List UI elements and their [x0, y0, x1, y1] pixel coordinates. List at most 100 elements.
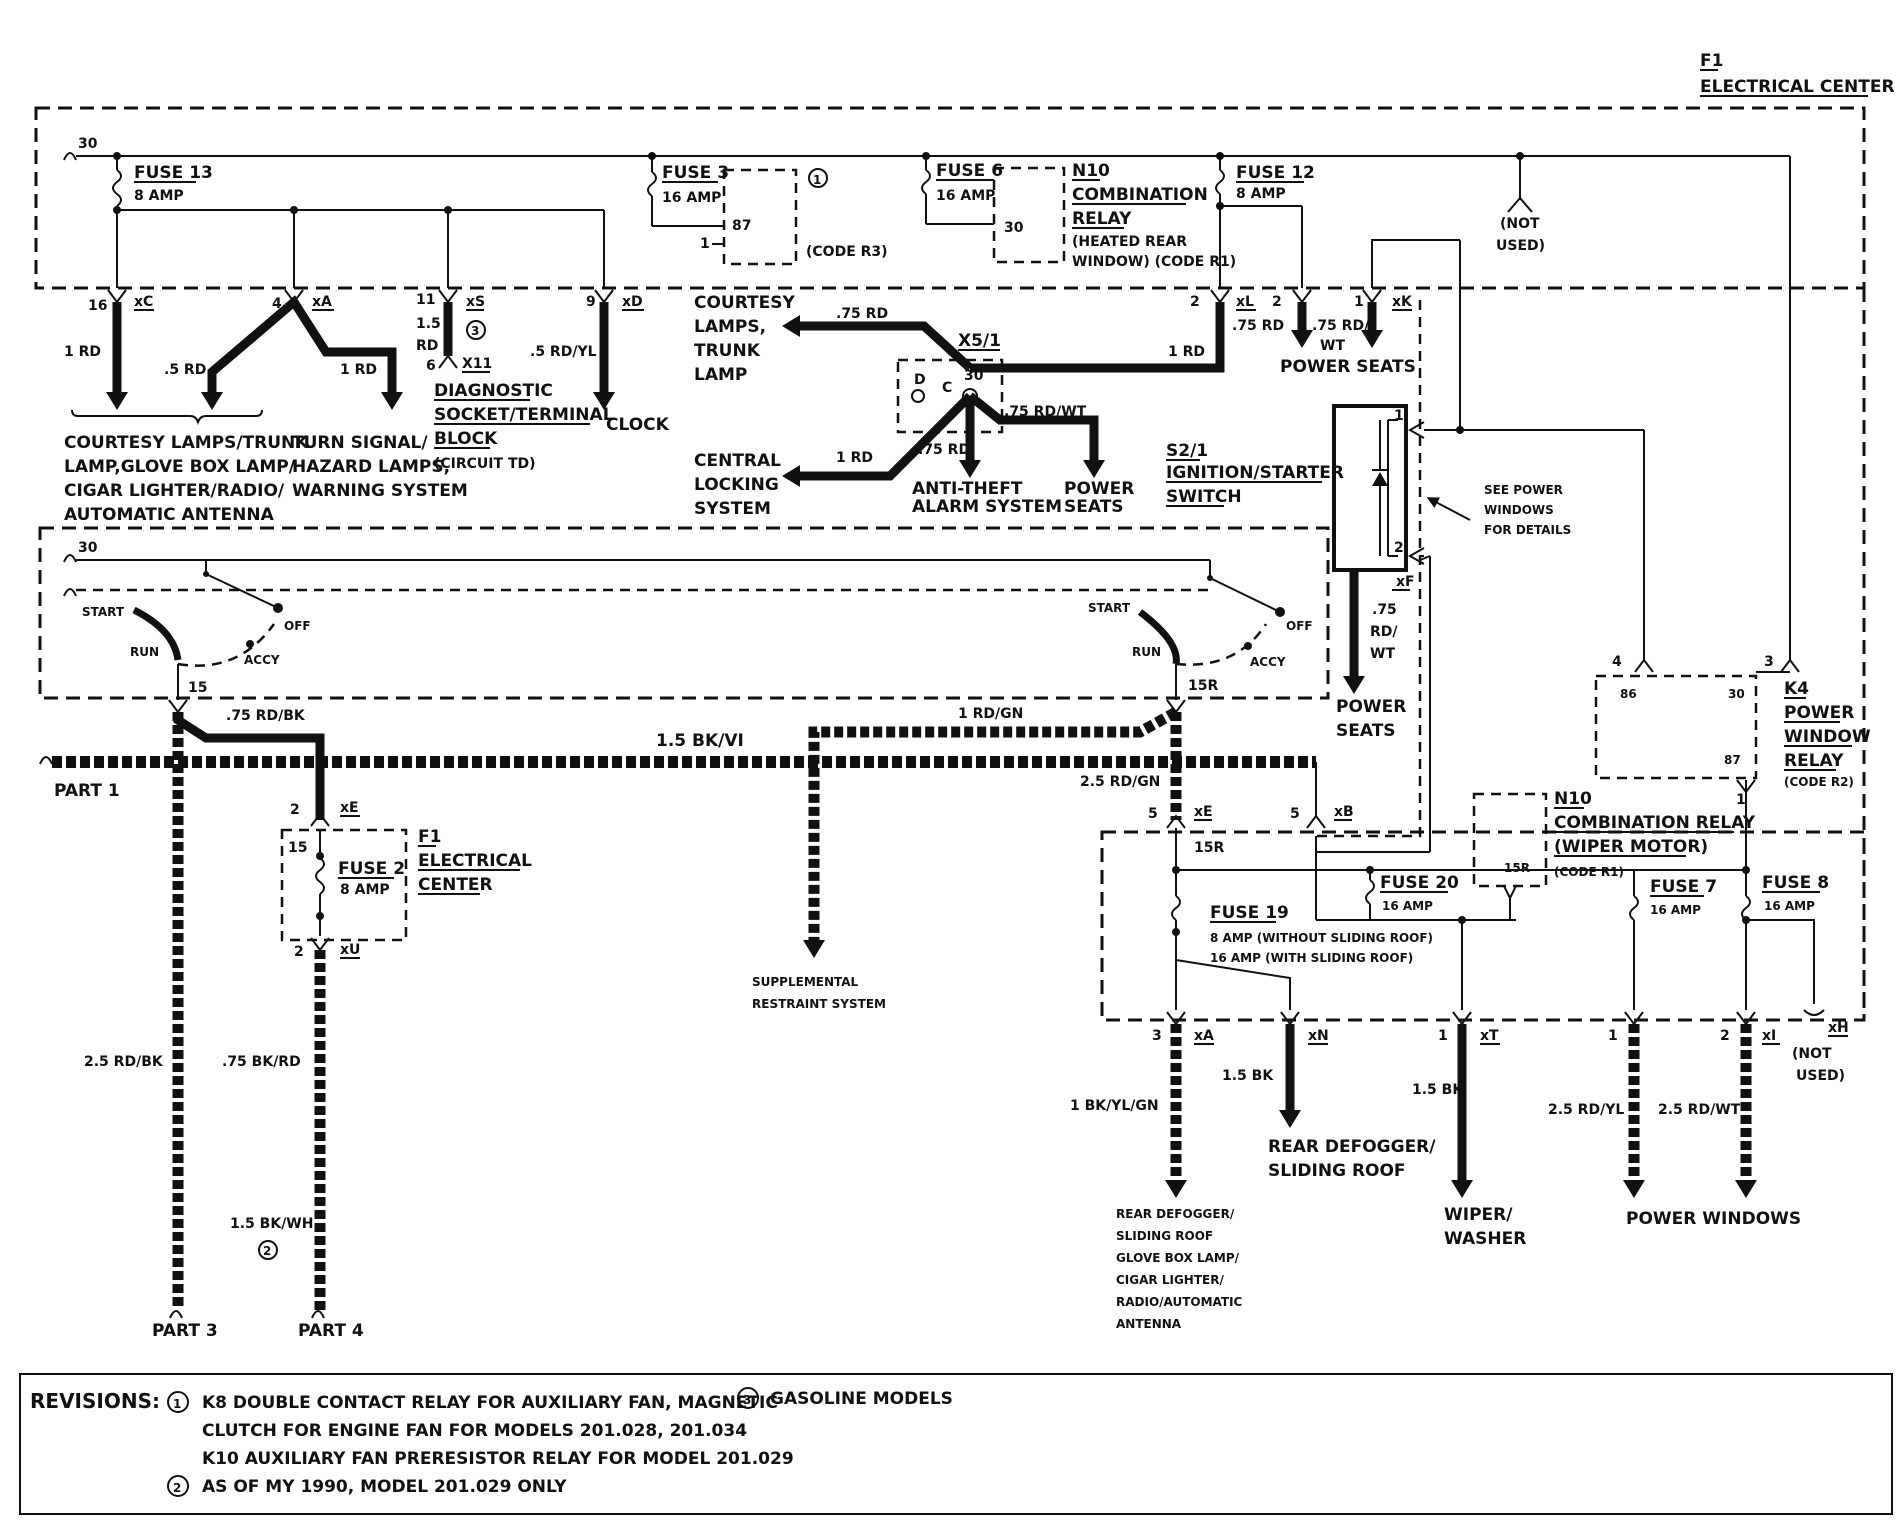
dest-power-seats-a: POWER SEATS: [1064, 479, 1134, 517]
wire-75rdwt-a2: WT: [1320, 338, 1345, 354]
rd-line3: GLOVE BOX LAMP/: [1116, 1251, 1240, 1265]
relay-n10-top-pin: 30: [1004, 220, 1024, 236]
pin-2-xe: 2: [290, 802, 300, 818]
output-xa: 3 xA 1 BK/YL/GN REAR DEFOGGER/ SLIDING R…: [1070, 1011, 1243, 1331]
part-1-label: PART 1: [54, 781, 120, 801]
k4-pin87: 87: [1724, 753, 1741, 767]
fuse-2-name: FUSE 2: [338, 859, 405, 879]
wire-25rdbk: 2.5 RD/BK: [84, 1054, 164, 1070]
fuse-7-name: FUSE 7: [1650, 877, 1717, 897]
wire-75bkrd: .75 BK/RD: [222, 1054, 301, 1070]
fuse-19-rating-a: 8 AMP (WITHOUT SLIDING ROOF): [1210, 931, 1433, 945]
k4-pin30: 30: [1728, 687, 1745, 701]
fuse-6-rating: 16 AMP: [936, 188, 995, 204]
wire-1rd-d: 1 RD: [836, 450, 873, 466]
connector-xs-label: xS: [466, 294, 485, 310]
output-xh-label: xH: [1828, 1020, 1849, 1036]
k4-code: (CODE R2): [1784, 775, 1854, 789]
fuse-19-rating-b: 16 AMP (WITH SLIDING ROOF): [1210, 951, 1413, 965]
relay-n10-top-id: N10: [1072, 161, 1110, 181]
connector-xc: 16 xC 1 RD: [64, 289, 154, 410]
electrical-center-box: F1 ELECTRICAL CENTER: [34, 51, 1895, 1020]
relay-n10-top-line2: RELAY: [1072, 209, 1132, 229]
connector-xf-label: xF: [1396, 574, 1415, 590]
ps-a-line1: POWER: [1064, 479, 1134, 499]
rd-line4: CIGAR LIGHTER/: [1116, 1273, 1224, 1287]
wire-5rdyl: .5 RD/YL: [530, 344, 597, 360]
fuse-8-name: FUSE 8: [1762, 873, 1829, 893]
revisions-heading: REVISIONS:: [30, 1389, 160, 1413]
pin-6: 6: [426, 358, 436, 374]
wire-75rdwt-b: .75 RD/WT: [1004, 404, 1087, 420]
ata-line1: ANTI-THEFT: [912, 479, 1023, 499]
pin-9: 9: [586, 294, 596, 310]
cls-line3: SYSTEM: [694, 499, 771, 519]
diag-line2: SOCKET/TERMINAL: [434, 405, 614, 425]
k4-pin3: 3: [1764, 654, 1774, 670]
x51-pin-d: D: [914, 372, 926, 388]
diag-line1: DIAGNOSTIC: [434, 381, 553, 401]
output-xt-label: xT: [1480, 1028, 1499, 1044]
f1-lower-pin15: 15: [288, 840, 307, 856]
wire-25rdgn: 2.5 RD/GN: [1080, 774, 1160, 790]
diag-line3: BLOCK: [434, 429, 498, 449]
turn-line2: HAZARD LAMPS,: [292, 457, 450, 477]
k4-pin1: 1: [1736, 792, 1746, 808]
output-xt: 1 xT 1.5 BK WIPER/ WASHER: [1412, 1011, 1526, 1249]
courtesy-line3: CIGAR LIGHTER/RADIO/: [64, 481, 285, 501]
fuse-19-name: FUSE 19: [1210, 903, 1289, 923]
fuse-13: FUSE 13 8 AMP: [112, 152, 605, 288]
connector-xe-lower-label: xE: [1194, 804, 1213, 820]
diag-line4: (CIRCUIT TD): [434, 456, 536, 472]
pin-2-xu: 2: [294, 944, 304, 960]
n10-wiper-code: (CODE R1): [1554, 865, 1624, 879]
f1-id: F1: [1700, 51, 1723, 71]
dest-central-locking: CENTRAL LOCKING SYSTEM: [694, 451, 781, 519]
connector-xa: 4 xA .5 RD 1 RD: [164, 289, 403, 410]
ignition-id: S2/1: [1166, 441, 1208, 461]
fuse-3: FUSE 3 16 AMP 87 1 (CODE R3) 1: [647, 152, 888, 266]
ign-right-run: RUN: [1132, 645, 1161, 659]
output-xn-label: xN: [1308, 1028, 1329, 1044]
n10-wiper-id: N10: [1554, 789, 1592, 809]
ata-line2: ALARM SYSTEM: [912, 497, 1062, 517]
wire-15bkwh: 1.5 BK/WH: [230, 1216, 313, 1232]
pin-16: 16: [88, 298, 107, 314]
relay-code-r3-label: (CODE R3): [806, 244, 888, 260]
fuse-2-block: 2 xE 15 FUSE 2 8 AMP F1 ELECTRICAL CENTE…: [222, 800, 532, 1341]
fuse-12: FUSE 12 8 AMP: [1215, 152, 1524, 288]
pin-2-seats: 2: [1272, 294, 1282, 310]
wire-75rdwt-c3: WT: [1370, 646, 1395, 662]
wire-1rdgn: 1 RD/GN: [958, 706, 1023, 722]
rev-marker-2: 2: [173, 1481, 181, 1495]
f1-lower-line2: CENTER: [418, 875, 493, 895]
part-3-label: PART 3: [152, 1321, 218, 1341]
fuse-12-name: FUSE 12: [1236, 163, 1315, 183]
part-4-label: PART 4: [298, 1321, 364, 1341]
pin-3-xa: 3: [1152, 1028, 1162, 1044]
not-used-bottom-1: (NOT: [1792, 1046, 1832, 1062]
pin-5-xb: 5: [1290, 806, 1300, 822]
fuse-6: FUSE 6 16 AMP 30 N10 COMBINATION RELAY (…: [921, 152, 1236, 270]
not-used-top-1: (NOT: [1500, 216, 1540, 232]
marker-1: 1: [813, 173, 821, 187]
pin-15r-ign: 15R: [1188, 678, 1218, 694]
relay-code-r3-box: [722, 168, 798, 266]
fuse-8-rating: 16 AMP: [1764, 899, 1815, 913]
ign-right-accy: ACCY: [1250, 655, 1286, 669]
wire-15rd: 1.5: [416, 316, 441, 332]
ign-pin-2: 2: [1394, 540, 1404, 556]
courtesy-line1: COURTESY LAMPS/TRUNK: [64, 433, 309, 453]
pin-15-ign: 15: [188, 680, 207, 696]
bus-30-label: 30: [78, 136, 98, 152]
x51-pin-c: C: [942, 380, 952, 396]
rev-marker-1: 1: [173, 1397, 181, 1411]
ignition-switch-block: 1 2 S2/1 IGNITION/STARTER SWITCH xF .75 …: [1166, 240, 1645, 853]
rd-line1: REAR DEFOGGER/: [1116, 1207, 1235, 1221]
wire-1rd-c: 1 RD: [1168, 344, 1205, 360]
wire-25rdyl: 2.5 RD/YL: [1548, 1102, 1624, 1118]
bus-30: 30: [63, 136, 1791, 660]
fuse-13-rating: 8 AMP: [134, 188, 184, 204]
ign-pin-1: 1: [1394, 408, 1404, 424]
